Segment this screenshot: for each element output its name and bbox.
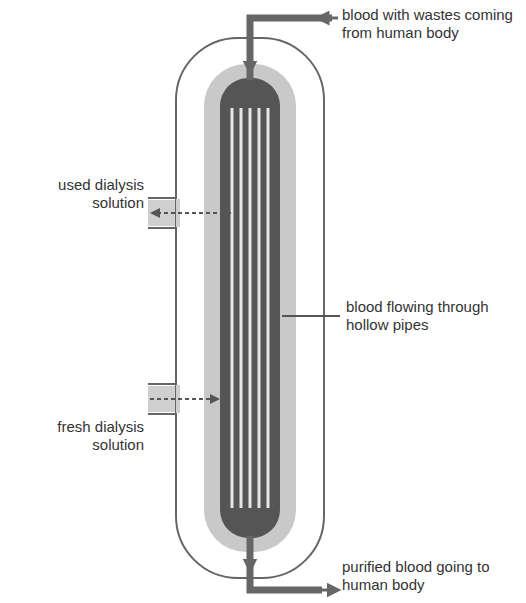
pipe-stripe bbox=[267, 108, 270, 508]
pipe-stripe bbox=[240, 108, 243, 508]
dialysis-chamber bbox=[204, 64, 296, 552]
inflow-label: blood with wastes coming from human body bbox=[342, 6, 520, 42]
port-walls bbox=[148, 198, 180, 414]
outflow-label: purified blood going to human body bbox=[342, 558, 520, 594]
blood-core bbox=[220, 78, 280, 538]
blood-out-tube bbox=[250, 536, 322, 590]
pipes-label: blood flowing through hollow pipes bbox=[346, 298, 516, 334]
blood-down-arrow bbox=[249, 548, 252, 566]
blood-down-arrow bbox=[249, 50, 252, 68]
blood-in-tube bbox=[250, 18, 332, 80]
outer-casing bbox=[176, 38, 324, 578]
pipe-stripe bbox=[249, 108, 252, 508]
used-solution-arrow bbox=[152, 212, 238, 214]
pipe-stripe bbox=[231, 108, 234, 508]
outflow-solution-label: used dialysis solution bbox=[8, 176, 144, 212]
inflow-solution-label: fresh dialysis solution bbox=[8, 418, 144, 454]
hollow-pipes bbox=[232, 108, 268, 508]
blood-in-arrow bbox=[322, 17, 338, 20]
blood-out-arrow bbox=[318, 589, 334, 592]
pipe-stripe bbox=[258, 108, 261, 508]
fresh-solution-arrow bbox=[150, 398, 218, 400]
leader-line bbox=[282, 315, 340, 317]
